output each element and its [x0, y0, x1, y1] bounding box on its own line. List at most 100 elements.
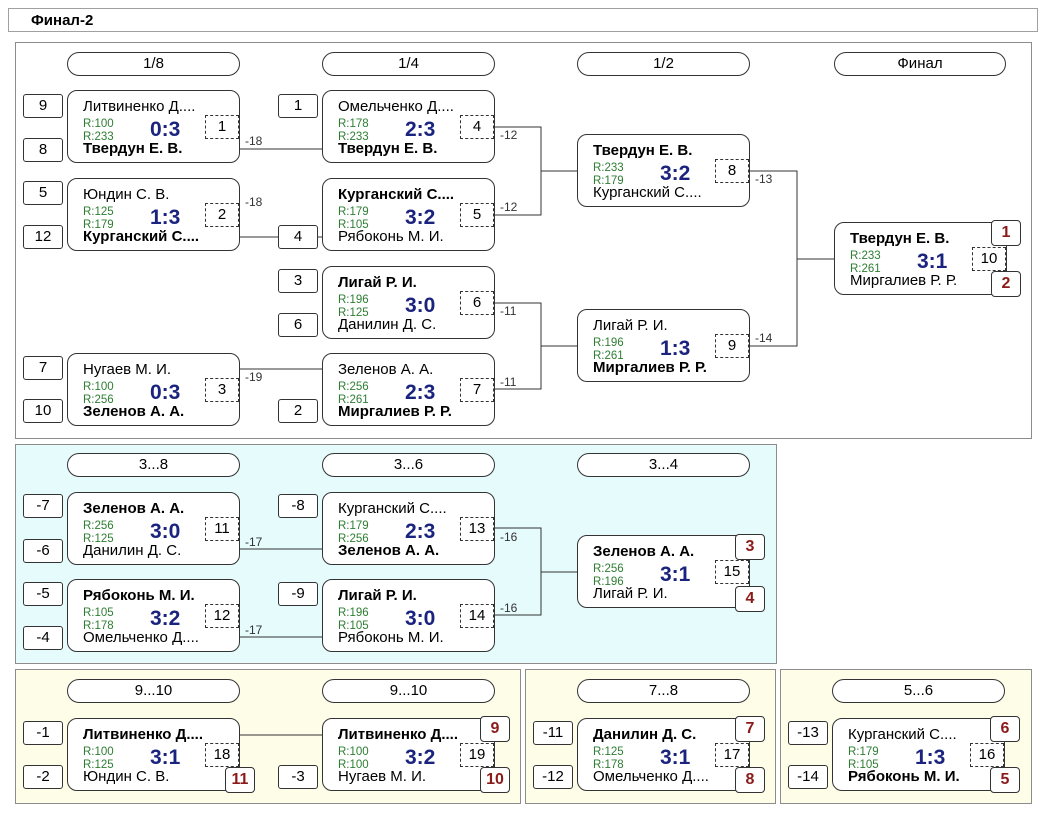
player-rating: R:105	[338, 620, 369, 632]
match-card[interactable]: Омельченко Д.... R:178 R:233 2:3 4 Тверд…	[322, 90, 495, 163]
match-card[interactable]: Зеленов А. А. R:256 R:261 2:3 7 Миргалие…	[322, 353, 495, 426]
seed-box: -7	[23, 494, 63, 518]
match-score: 0:3	[150, 118, 181, 141]
match-card[interactable]: Литвиненко Д.... R:100 R:125 3:1 18 Юнди…	[67, 718, 240, 791]
link-label: -13	[755, 172, 773, 186]
player-rating: R:125	[338, 307, 369, 319]
player-rating: R:261	[338, 394, 369, 406]
match-number: 13	[460, 517, 494, 541]
place-badge: 2	[991, 271, 1021, 297]
link-label: -18	[245, 134, 263, 148]
player-name: Курганский С....	[593, 184, 702, 201]
match-card[interactable]: Литвиненко Д.... R:100 R:233 0:3 1 Тверд…	[67, 90, 240, 163]
match-card[interactable]: Зеленов А. А. R:256 R:125 3:0 11 Данилин…	[67, 492, 240, 565]
match-card[interactable]: Твердун Е. В. R:233 R:261 3:1 10 Миргали…	[834, 222, 1007, 295]
player-name: Зеленов А. А.	[338, 542, 440, 559]
match-card[interactable]: Рябоконь М. И. R:105 R:178 3:2 12 Омельч…	[67, 579, 240, 652]
match-card[interactable]: Данилин Д. С. R:125 R:178 3:1 17 Омельче…	[577, 718, 750, 791]
player-rating: R:233	[83, 131, 114, 143]
player-rating: R:179	[338, 206, 369, 218]
player-name: Курганский С....	[848, 726, 957, 743]
match-score: 3:1	[660, 746, 691, 769]
match-score: 1:3	[915, 746, 946, 769]
match-card[interactable]: Лигай Р. И. R:196 R:125 3:0 6 Данилин Д.…	[322, 266, 495, 339]
match-number: 17	[715, 743, 749, 767]
player-name: Нугаев М. И.	[338, 768, 427, 785]
seed-box: -12	[533, 765, 573, 789]
match-score: 3:1	[660, 563, 691, 586]
player-name: Лигай Р. И.	[338, 587, 417, 604]
player-name: Нугаев М. И.	[83, 361, 172, 378]
seed-box: 9	[23, 94, 63, 118]
seed-box: 3	[278, 269, 318, 293]
seed-box: 6	[278, 313, 318, 337]
place-badge: 9	[480, 716, 510, 742]
player-name: Рябоконь М. И.	[338, 629, 444, 646]
player-rating: R:233	[593, 162, 624, 174]
seed-box: -5	[23, 582, 63, 606]
place-badge: 3	[735, 534, 765, 560]
player-rating: R:100	[83, 118, 114, 130]
match-card[interactable]: Юндин С. В. R:125 R:179 1:3 2 Курганский…	[67, 178, 240, 251]
player-name: Миргалиев Р. Р.	[593, 359, 707, 376]
player-rating: R:196	[593, 576, 624, 588]
match-score: 3:2	[405, 746, 436, 769]
match-score: 3:2	[405, 206, 436, 229]
match-score: 3:2	[660, 162, 691, 185]
player-name: Данилин Д. С.	[593, 726, 697, 743]
place-badge: 7	[735, 716, 765, 742]
player-name: Курганский С....	[83, 228, 200, 245]
match-card[interactable]: Курганский С.... R:179 R:105 1:3 16 Рябо…	[832, 718, 1005, 791]
seed-box: -1	[23, 721, 63, 745]
seed-box: 1	[278, 94, 318, 118]
player-rating: R:105	[338, 219, 369, 231]
player-name: Омельченко Д....	[83, 629, 199, 646]
player-rating: R:233	[850, 250, 881, 262]
match-card[interactable]: Лигай Р. И. R:196 R:261 1:3 9 Миргалиев …	[577, 309, 750, 382]
link-label: -11	[500, 375, 517, 389]
player-name: Зеленов А. А.	[593, 543, 695, 560]
match-score: 1:3	[150, 206, 181, 229]
match-number: 18	[205, 743, 239, 767]
seed-box: -14	[788, 765, 828, 789]
player-rating: R:105	[83, 607, 114, 619]
match-card[interactable]: Твердун Е. В. R:233 R:179 3:2 8 Курганск…	[577, 134, 750, 207]
player-name: Твердун Е. В.	[338, 140, 438, 157]
match-score: 3:1	[917, 250, 948, 273]
player-rating: R:178	[83, 620, 114, 632]
seed-box: 2	[278, 399, 318, 423]
seed-box: -3	[278, 765, 318, 789]
player-rating: R:179	[83, 219, 114, 231]
player-name: Миргалиев Р. Р.	[850, 272, 958, 289]
player-rating: R:100	[83, 381, 114, 393]
match-card[interactable]: Курганский С.... R:179 R:105 3:2 5 Рябок…	[322, 178, 495, 251]
match-card[interactable]: Курганский С.... R:179 R:256 2:3 13 Зеле…	[322, 492, 495, 565]
player-rating: R:256	[338, 533, 369, 545]
match-card[interactable]: Лигай Р. И. R:196 R:105 3:0 14 Рябоконь …	[322, 579, 495, 652]
match-card[interactable]: Зеленов А. А. R:256 R:196 3:1 15 Лигай Р…	[577, 535, 750, 608]
match-score: 3:0	[150, 520, 181, 543]
place-badge: 8	[735, 767, 765, 793]
player-rating: R:261	[850, 263, 881, 275]
seed-box: 8	[23, 138, 63, 162]
player-rating: R:179	[338, 520, 369, 532]
player-rating: R:105	[848, 759, 879, 771]
seed-box: 12	[23, 225, 63, 249]
player-name: Курганский С....	[338, 186, 455, 203]
match-number: 6	[460, 291, 494, 315]
seed-box: -8	[278, 494, 318, 518]
player-rating: R:100	[83, 746, 114, 758]
player-rating: R:125	[83, 206, 114, 218]
match-card[interactable]: Литвиненко Д.... R:100 R:100 3:2 19 Нуга…	[322, 718, 495, 791]
match-card[interactable]: Нугаев М. И. R:100 R:256 0:3 3 Зеленов А…	[67, 353, 240, 426]
match-score: 3:0	[405, 294, 436, 317]
page-title: Финал-2	[31, 12, 94, 29]
seed-box: -11	[533, 721, 573, 745]
match-number: 4	[460, 115, 494, 139]
player-name: Литвиненко Д....	[83, 726, 203, 743]
player-rating: R:196	[593, 337, 624, 349]
player-rating: R:178	[338, 118, 369, 130]
player-rating: R:100	[338, 746, 369, 758]
player-name: Лигай Р. И.	[338, 274, 417, 291]
player-name: Юндин С. В.	[83, 186, 170, 203]
